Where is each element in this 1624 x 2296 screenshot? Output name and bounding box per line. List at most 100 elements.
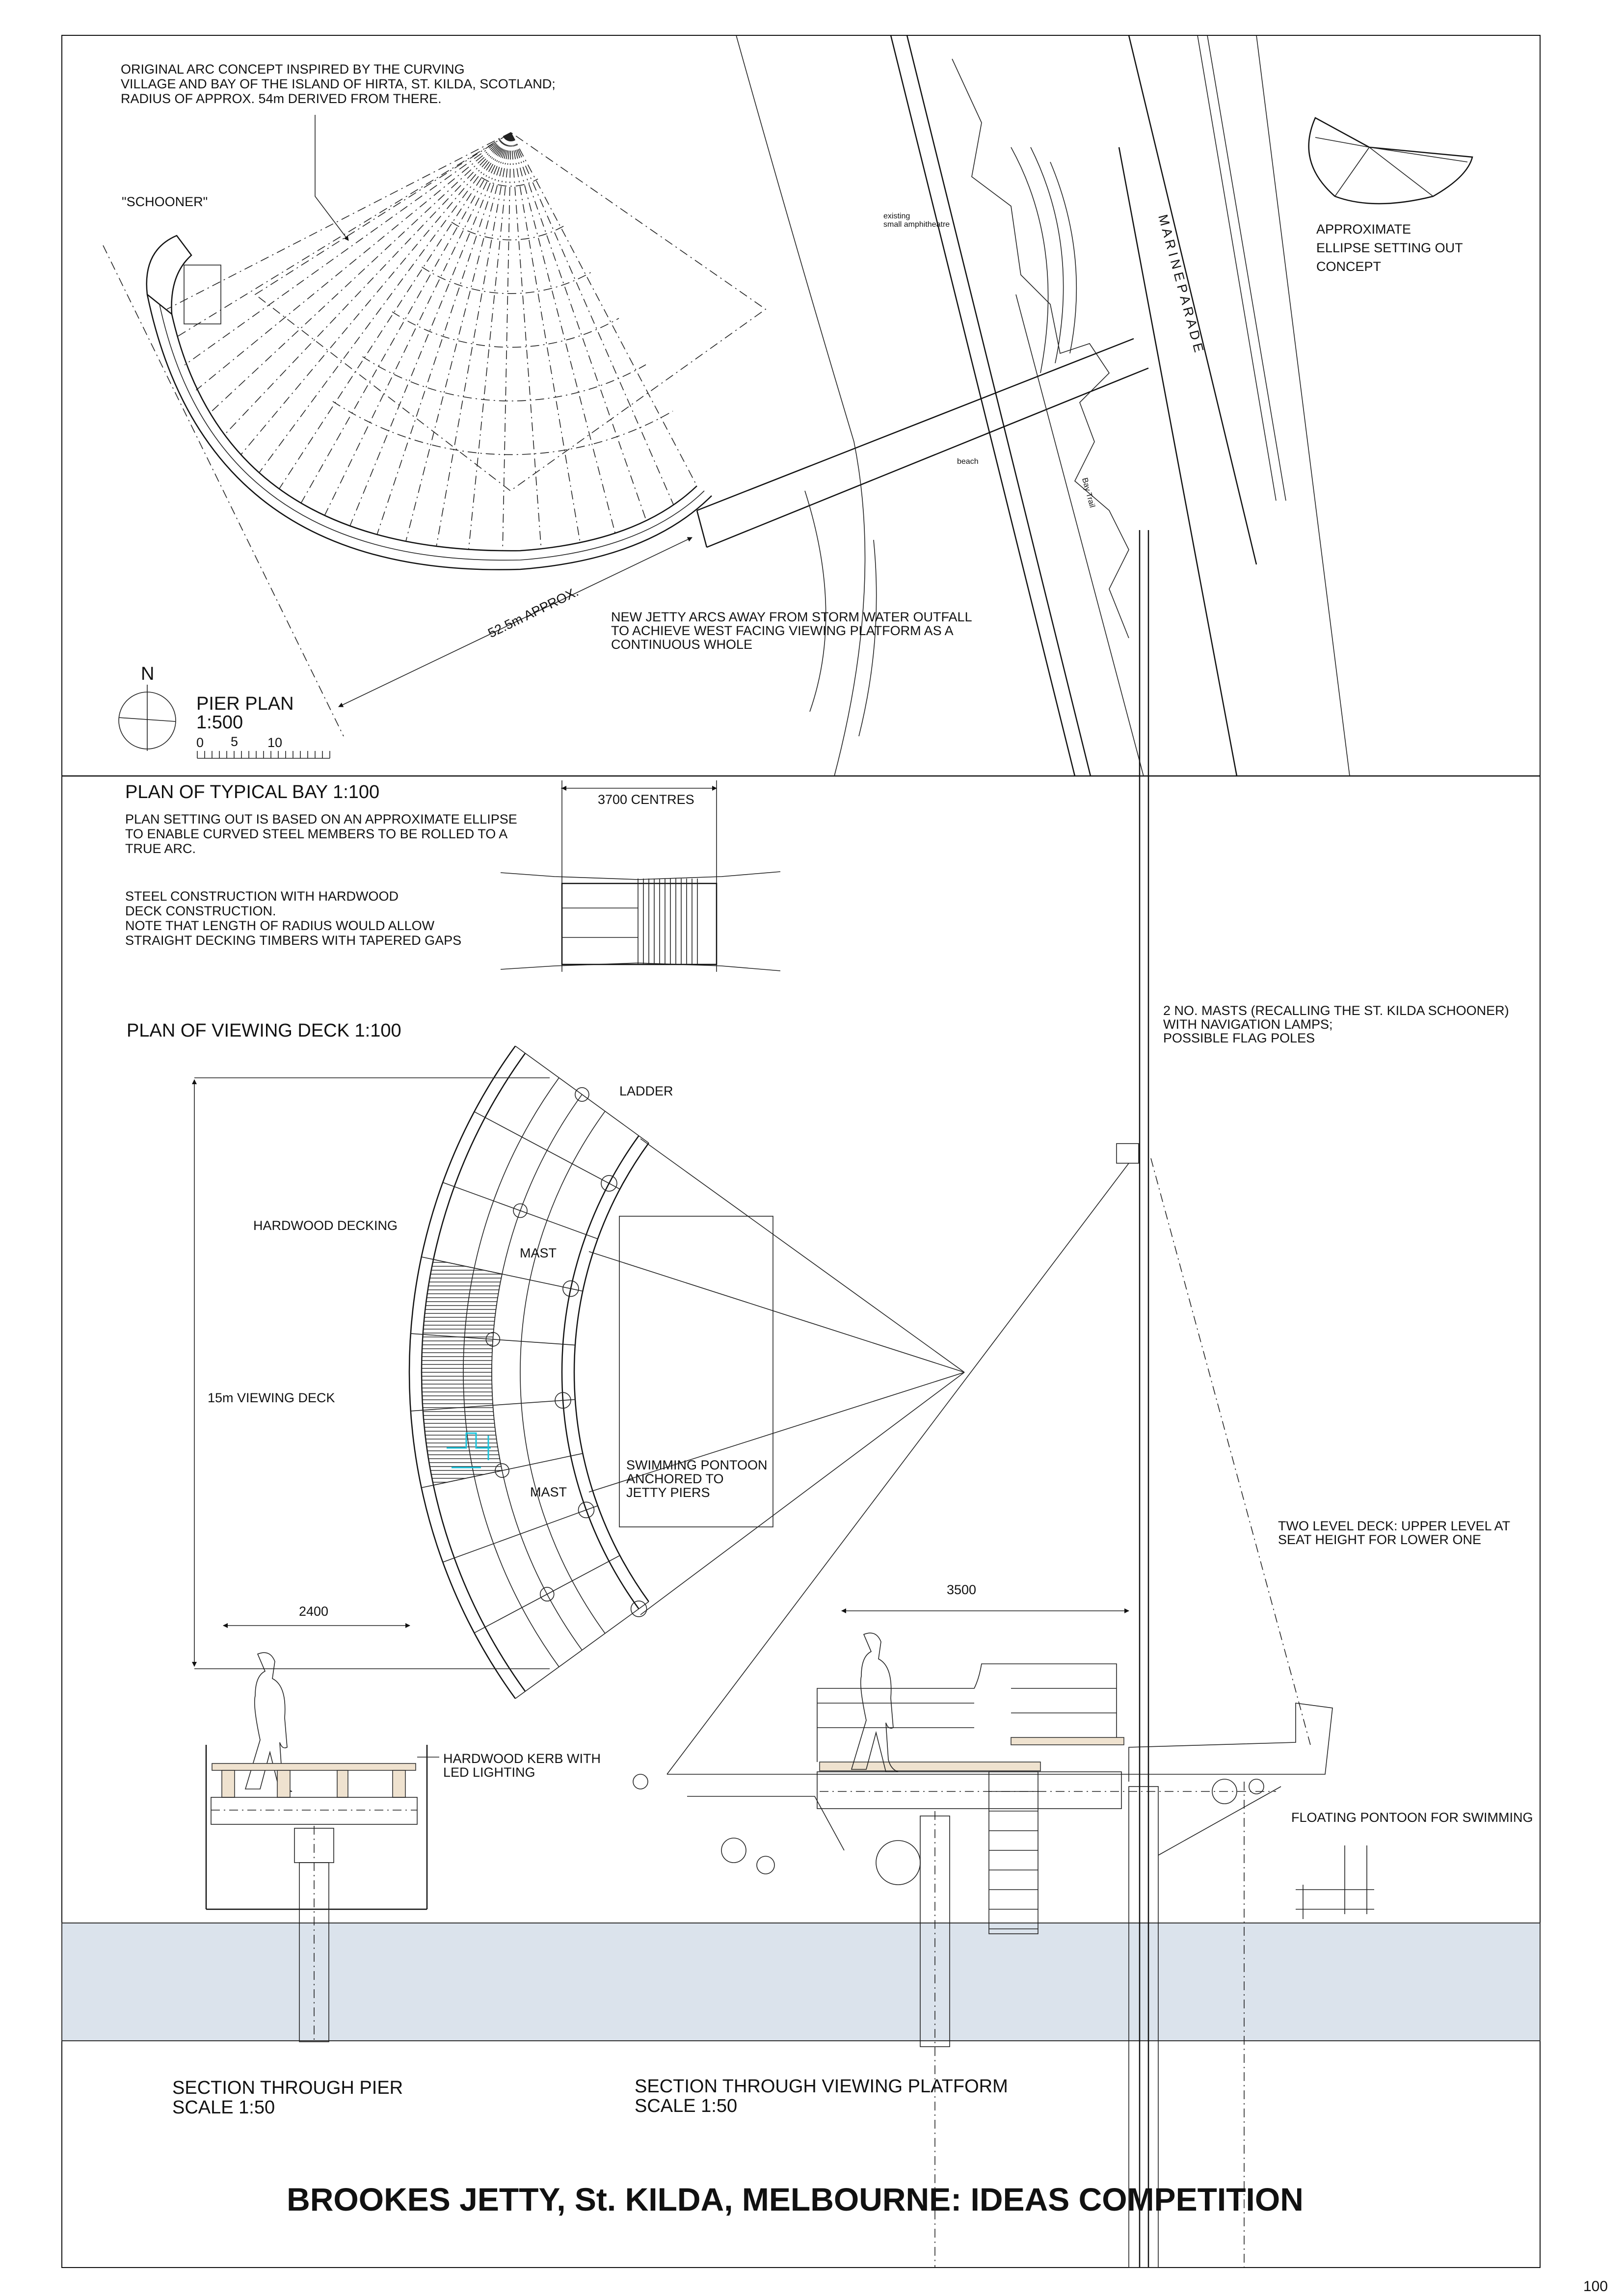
fan-ray [405, 132, 511, 541]
hardwood-decking-hatch [421, 1259, 503, 1486]
pontoon-plan [619, 1216, 773, 1527]
pier-joist [392, 1770, 406, 1798]
schooner-head [146, 235, 192, 316]
scale-bar-tick: 0 [196, 735, 204, 750]
schooner-label: "SCHOONER" [122, 194, 208, 209]
fan-ray [324, 132, 511, 515]
deck-arc-line [408, 1045, 516, 1699]
navigation-lamp [1116, 1143, 1139, 1164]
arc-concept-note-line: RADIUS OF APPROX. 54m DERIVED FROM THERE… [121, 91, 442, 106]
pier-section-frame [205, 1745, 428, 1910]
pier-beam [211, 1797, 418, 1825]
fan-ray [166, 132, 511, 310]
deck-pier-circle [601, 1175, 617, 1192]
marine-parade-label: M A R I N E P A R A D E [1155, 213, 1206, 354]
porthole [1212, 1779, 1237, 1804]
beach-edge [858, 539, 877, 737]
platform-dimension-label: 3500 [947, 1582, 976, 1597]
sections: 3500 2400 HARDWOOD KERB WITH LED LIGHTIN… [172, 530, 1533, 2268]
deck-length-label: 15m VIEWING DECK [208, 1390, 335, 1405]
fan-ray [240, 132, 511, 455]
scale-bar-tick: 10 [267, 735, 282, 750]
scale-bar [197, 751, 330, 759]
radius-dash [103, 245, 344, 737]
hardwood-decking-label: HARDWOOD DECKING [253, 1218, 398, 1233]
fan-ray [468, 132, 511, 550]
vegetation [952, 58, 1129, 639]
fan-ray [510, 132, 697, 486]
platform-section-scale: SCALE 1:50 [635, 2096, 737, 2116]
marine-parade-edge [1197, 35, 1277, 501]
fan-ray [376, 132, 511, 534]
pier-section-title: SECTION THROUGH PIER [172, 2078, 403, 2098]
fan-ray [301, 132, 511, 503]
typical-bay-note: STEEL CONSTRUCTION WITH HARDWOOD [125, 889, 399, 904]
ellipse-concept-ribs [1315, 137, 1468, 197]
marine-parade-edge [1207, 35, 1286, 501]
typical-bay-note: STRAIGHT DECKING TIMBERS WITH TAPERED GA… [125, 933, 461, 948]
fan-ray [510, 132, 674, 505]
sheet-border [61, 35, 1541, 2268]
sail-rope [1150, 1158, 1311, 1745]
deck-pier-circle [578, 1501, 595, 1519]
pier-joist [277, 1770, 291, 1798]
bay-frame [561, 882, 718, 965]
masts-note-line: POSSIBLE FLAG POLES [1163, 1031, 1315, 1045]
deck-pier-circle [575, 1087, 589, 1102]
ellipse-note-line: ELLIPSE SETTING OUT [1316, 240, 1463, 255]
porthole [756, 1856, 775, 1874]
jetty-note-line: TO ACHIEVE WEST FACING VIEWING PLATFORM … [611, 623, 954, 638]
arc-pier-edge [159, 304, 705, 561]
radius-dimension-label: 52.5m APPROX. [485, 584, 581, 641]
north-label: N [141, 664, 154, 684]
fan-ray [259, 132, 511, 473]
fan-arc [332, 401, 673, 455]
deck-radial-member [421, 1256, 583, 1292]
pier-joist [337, 1770, 348, 1798]
bay-trail-edge [906, 35, 1092, 776]
deck-pier-circle [513, 1203, 528, 1218]
pontoon-note-line: SWIMMING PONTOON [626, 1458, 768, 1472]
sheet-title: BROOKES JETTY, St. KILDA, MELBOURNE: IDE… [287, 2181, 1304, 2217]
platform-beam [817, 1771, 1122, 1809]
deck-pier-circle [485, 1332, 501, 1347]
porthole [1249, 1779, 1264, 1794]
sightline [588, 1372, 965, 1493]
floating-pontoon [1296, 1845, 1374, 1919]
fan-ray [209, 132, 511, 414]
pier-plan-scale: 1:500 [196, 712, 243, 733]
jetty-edge [706, 367, 1149, 548]
road-edge [1256, 35, 1350, 776]
jetty-edge [696, 338, 1134, 511]
two-level-note-line: TWO LEVEL DECK: UPPER LEVEL AT [1278, 1519, 1510, 1533]
arc-concept-note-line: ORIGINAL ARC CONCEPT INSPIRED BY THE CUR… [121, 62, 465, 77]
jetty-end [696, 510, 708, 548]
fan-ray [195, 132, 511, 391]
deck-arc-line [491, 1094, 583, 1651]
typical-bay-note: TRUE ARC. [125, 841, 196, 856]
bay-decking [562, 879, 698, 964]
typical-bay: PLAN OF TYPICAL BAY 1:100 PLAN SETTING O… [125, 780, 781, 972]
bay-break-line [500, 871, 781, 880]
fan-ray [510, 132, 542, 549]
fan-arc [422, 267, 592, 294]
deck-pier-circle [539, 1587, 555, 1602]
beach-edge [804, 490, 826, 712]
porthole [633, 1774, 648, 1789]
amphitheatre [1011, 147, 1077, 374]
beach-label: beach [957, 457, 979, 466]
bay-trail-edge [890, 35, 1076, 776]
typical-bay-note: TO ENABLE CURVED STEEL MEMBERS TO BE ROL… [125, 827, 507, 841]
bay-dimension-label: 3700 CENTRES [598, 792, 694, 807]
fan-ray [502, 132, 511, 551]
fan-ray [510, 132, 616, 534]
pier-section-scale: SCALE 1:50 [172, 2097, 275, 2118]
platform-section-title: SECTION THROUGH VIEWING PLATFORM [635, 2076, 1008, 2097]
scale-bar-tick: 5 [231, 734, 238, 749]
fan-rays [166, 132, 697, 551]
sightline [588, 1251, 965, 1373]
porthole [876, 1840, 921, 1885]
fan-ray [510, 132, 647, 521]
two-level-note-line: SEAT HEIGHT FOR LOWER ONE [1278, 1532, 1481, 1547]
viewing-deck-title: PLAN OF VIEWING DECK 1:100 [127, 1020, 401, 1041]
